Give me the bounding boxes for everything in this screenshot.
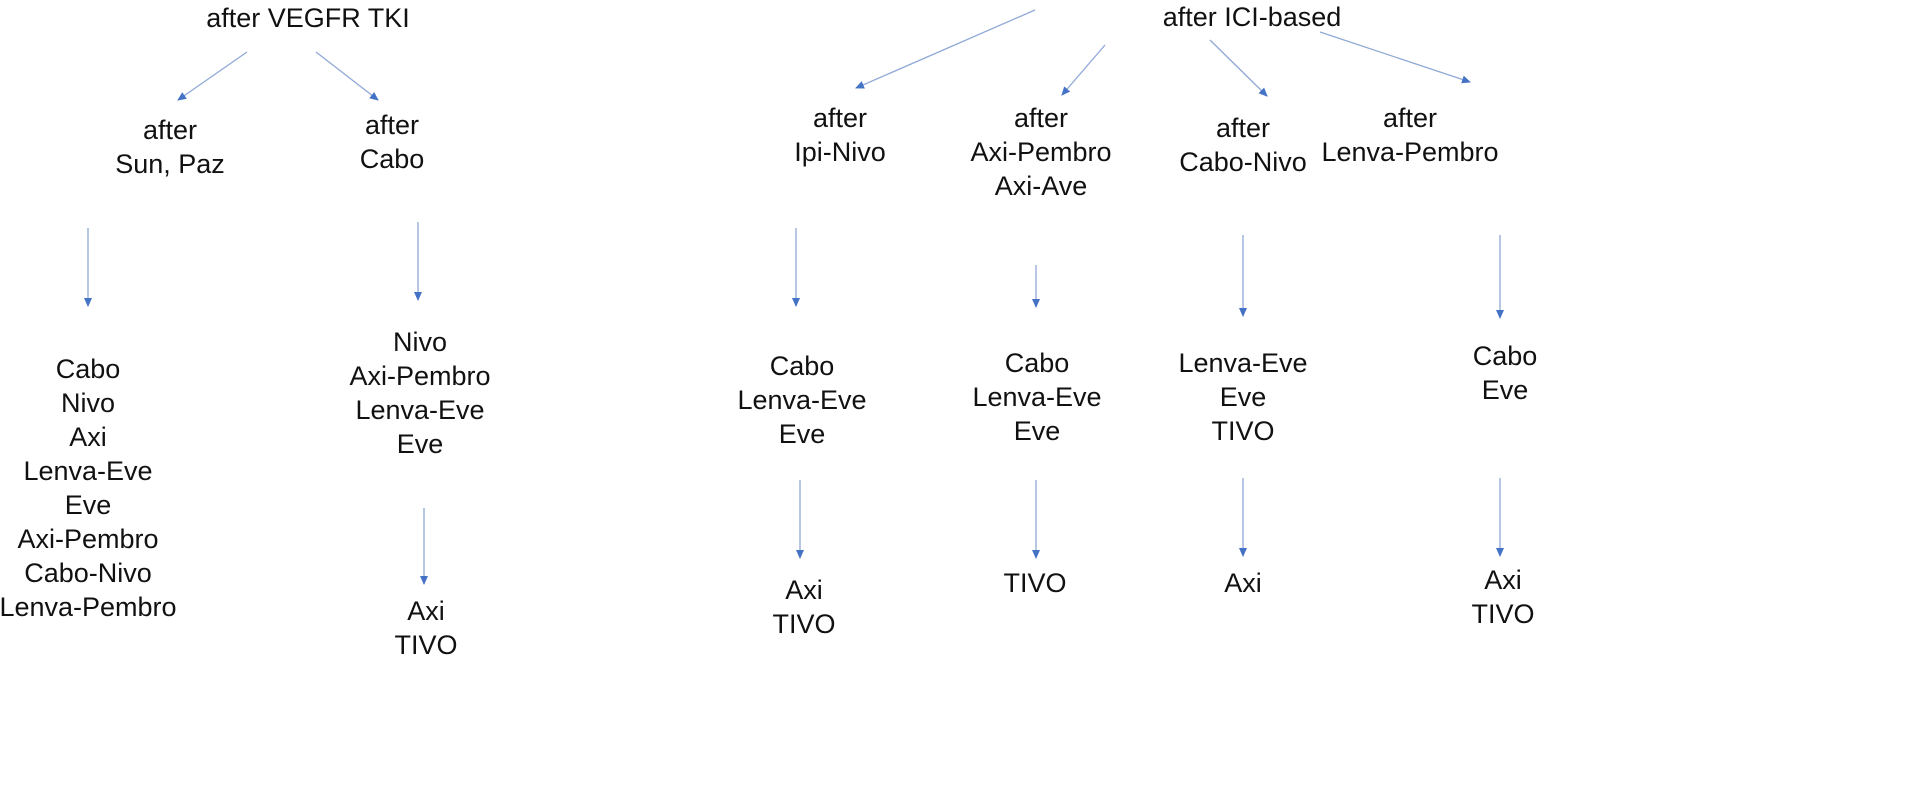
- option: Axi: [785, 575, 823, 605]
- node-line: Ipi-Nivo: [794, 137, 886, 167]
- node-line: Axi-Pembro: [970, 137, 1112, 167]
- next-after-axi-pembro: TIVO: [1003, 566, 1066, 600]
- arrow-vegfr-to-sunpaz: [177, 51, 248, 101]
- node-line: Cabo-Nivo: [1179, 147, 1307, 177]
- option: Axi-Pembro: [349, 361, 491, 391]
- option: Lenva-Eve: [972, 382, 1102, 412]
- option: Lenva-Eve: [1178, 348, 1308, 378]
- next-after-cabo-nivo: Axi: [1224, 566, 1262, 600]
- node-line: Lenva-Pembro: [1321, 137, 1499, 167]
- option: Nivo: [60, 388, 116, 418]
- root-vegfr-tki: after VEGFR TKI: [206, 3, 410, 33]
- option: Axi: [1224, 568, 1262, 598]
- options-after-axi-pembro: Cabo Lenva-Eve Eve: [972, 346, 1101, 448]
- option: Lenva-Eve: [355, 395, 485, 425]
- node-after-axi-pembro: after Axi-Pembro Axi-Ave: [970, 101, 1111, 203]
- option: Eve: [396, 429, 444, 459]
- option: Eve: [1219, 382, 1267, 412]
- node-line: Sun, Paz: [115, 149, 225, 179]
- node-line: after: [1382, 103, 1438, 133]
- node-line: after: [812, 103, 868, 133]
- node-after-cabo-nivo: after Cabo-Nivo: [1179, 111, 1307, 179]
- options-after-ipi-nivo: Cabo Lenva-Eve Eve: [737, 349, 866, 451]
- option: Axi: [407, 596, 445, 626]
- next-after-cabo: Axi TIVO: [394, 594, 457, 662]
- option: Cabo: [769, 351, 835, 381]
- option: Axi: [1484, 565, 1522, 595]
- option: Cabo-Nivo: [24, 558, 152, 588]
- option: TIVO: [394, 630, 458, 660]
- option: Axi-Pembro: [17, 524, 159, 554]
- option: Eve: [778, 419, 826, 449]
- options-after-sun-paz: Cabo Nivo Axi Lenva-Eve Eve Axi-Pembro C…: [0, 352, 177, 624]
- node-after-sun-paz: after Sun, Paz: [115, 113, 225, 181]
- node-after-ipi-nivo: after Ipi-Nivo: [794, 101, 886, 169]
- arrow-ici-to-axipembro: [1061, 44, 1106, 96]
- option: Cabo: [1472, 341, 1538, 371]
- option: Axi: [69, 422, 107, 452]
- options-after-lenva-pembro: Cabo Eve: [1473, 339, 1538, 407]
- arrow-ici-to-cabonivo: [1209, 39, 1268, 97]
- option: Lenva-Eve: [737, 385, 867, 415]
- option: Cabo: [55, 354, 121, 384]
- node-line: Cabo: [359, 144, 425, 174]
- option: TIVO: [1471, 599, 1535, 629]
- arrow-ici-to-ipinivo: [855, 9, 1036, 89]
- node-line: after: [1215, 113, 1271, 143]
- option: Nivo: [392, 327, 448, 357]
- node-line: after: [1013, 103, 1069, 133]
- option: Lenva-Pembro: [0, 592, 177, 622]
- node-after-lenva-pembro: after Lenva-Pembro: [1321, 101, 1498, 169]
- option: Eve: [1013, 416, 1061, 446]
- node-after-cabo: after Cabo: [360, 108, 425, 176]
- option: TIVO: [1003, 568, 1067, 598]
- root-ici-based: after ICI-based: [1162, 2, 1342, 32]
- option: TIVO: [772, 609, 836, 639]
- option: Eve: [64, 490, 112, 520]
- option: TIVO: [1211, 416, 1275, 446]
- arrow-vegfr-to-cabo: [315, 51, 379, 101]
- node-line: after: [364, 110, 420, 140]
- next-after-lenva-pembro: Axi TIVO: [1471, 563, 1534, 631]
- arrow-ici-to-lenvapembro: [1319, 31, 1471, 84]
- options-after-cabo: Nivo Axi-Pembro Lenva-Eve Eve: [349, 325, 490, 461]
- next-after-ipi-nivo: Axi TIVO: [772, 573, 835, 641]
- option: Eve: [1481, 375, 1529, 405]
- option: Lenva-Eve: [23, 456, 153, 486]
- options-after-cabo-nivo: Lenva-Eve Eve TIVO: [1178, 346, 1307, 448]
- node-line: Axi-Ave: [994, 171, 1088, 201]
- node-line: after: [142, 115, 198, 145]
- option: Cabo: [1004, 348, 1070, 378]
